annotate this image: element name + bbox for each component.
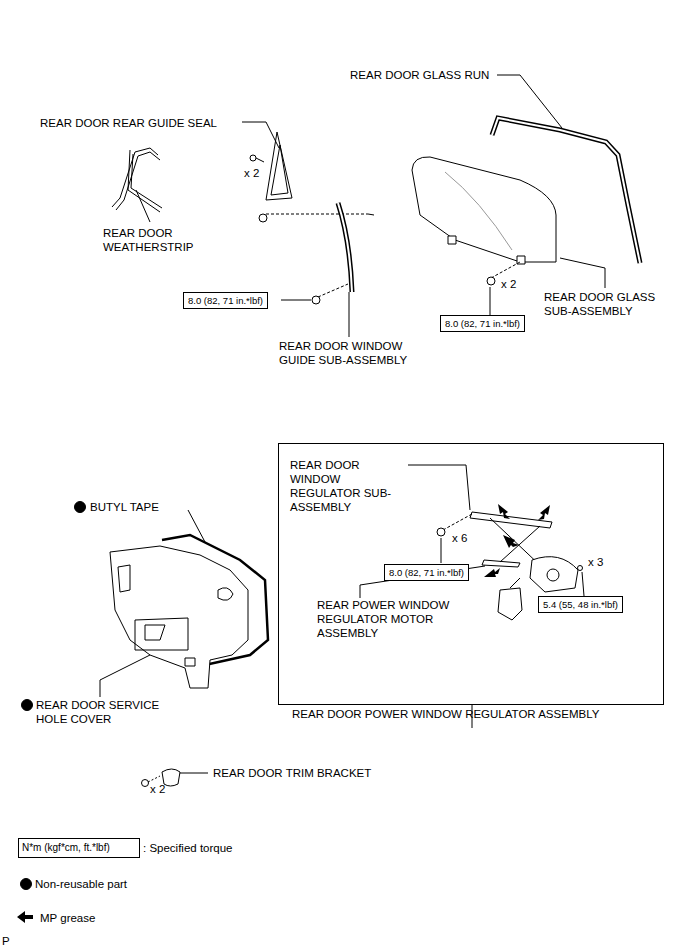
legend-text: Non-reusable part	[35, 877, 127, 891]
quantity: x 2	[244, 166, 259, 180]
part-name: REAR DOOR GLASS RUN	[350, 68, 489, 82]
torque-unit: N*m (kgf*cm, ft.*lbf)	[22, 841, 110, 855]
torque-box: 5.4 (55, 48 in.*lbf)	[538, 596, 623, 613]
torque-value: 8.0 (82, 71 in.*lbf)	[389, 567, 464, 578]
legend-text: : Specified torque	[143, 841, 233, 855]
torque-box: 8.0 (82, 71 in.*lbf)	[384, 564, 469, 581]
part-name: REAR DOOR GLASS SUB-ASSEMBLY	[544, 290, 679, 318]
quantity: x 2	[150, 782, 165, 796]
torque-value: 5.4 (55, 48 in.*lbf)	[543, 599, 618, 610]
torque-value: 8.0 (82, 71 in.*lbf)	[445, 318, 520, 329]
page-mark: P	[2, 934, 10, 948]
quantity: x 6	[452, 531, 467, 545]
part-name: REAR DOOR WINDOW GUIDE SUB-ASSEMBLY	[279, 339, 424, 367]
legend-text: MP grease	[40, 911, 95, 925]
part-name: REAR DOOR SERVICE HOLE COVER	[36, 698, 176, 726]
assembly-name: REAR DOOR POWER WINDOW REGULATOR ASSEMBL…	[292, 708, 599, 720]
part-name: REAR DOOR TRIM BRACKET	[213, 766, 371, 780]
part-name: REAR DOOR REAR GUIDE SEAL	[40, 116, 217, 130]
torque-value: 8.0 (82, 71 in.*lbf)	[188, 295, 263, 306]
torque-box: 8.0 (82, 71 in.*lbf)	[440, 315, 525, 332]
part-name: REAR DOOR WEATHERSTRIP	[103, 226, 203, 254]
part-name: REAR POWER WINDOW REGULATOR MOTOR ASSEMB…	[317, 598, 457, 640]
part-name: REAR DOOR WINDOW REGULATOR SUB-ASSEMBLY	[290, 458, 410, 514]
quantity: x 3	[588, 555, 603, 569]
quantity: x 2	[501, 277, 516, 291]
torque-box: 8.0 (82, 71 in.*lbf)	[183, 292, 268, 309]
part-name: BUTYL TAPE	[90, 500, 159, 514]
